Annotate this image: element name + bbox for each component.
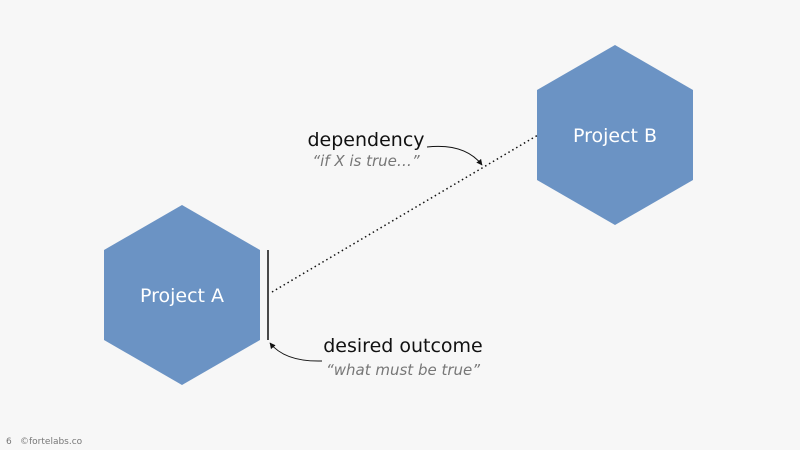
project-a-node[interactable]: Project A — [104, 205, 260, 385]
dependency-dotted-line — [271, 134, 539, 293]
desired-outcome-arrow — [269, 342, 323, 362]
desired-outcome-subtitle: “what must be true” — [326, 361, 480, 379]
page-number: 6 — [6, 437, 12, 447]
dependency-arrow — [426, 145, 483, 166]
project-a-hexagon — [104, 205, 260, 385]
dependency-title: dependency — [307, 129, 424, 151]
project-b-label: Project B — [573, 125, 657, 147]
dependency-subtitle: “if X is true…” — [312, 152, 420, 170]
desired-outcome-title: desired outcome — [323, 335, 483, 357]
project-b-hexagon — [537, 45, 693, 225]
footer-credit: ©fortelabs.co — [20, 437, 83, 447]
project-a-label: Project A — [140, 285, 224, 307]
project-b-node[interactable]: Project B — [537, 45, 693, 225]
